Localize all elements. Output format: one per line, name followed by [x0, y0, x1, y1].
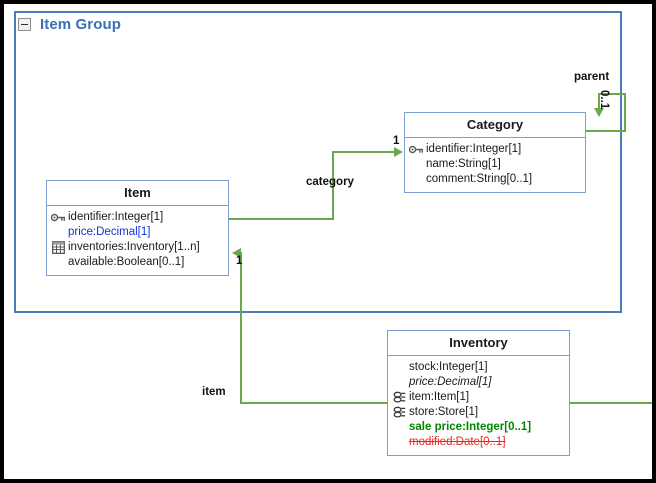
table-icon [50, 240, 67, 254]
edge-category-arrowhead [394, 147, 403, 157]
attribute-text: item:Item[1] [409, 391, 470, 403]
attribute-text: identifier:Integer[1] [68, 211, 164, 223]
attribute-text: inventories:Inventory[1..n] [68, 241, 200, 253]
uml-class-inventory[interactable]: Inventory stock:Integer[1] price:Decimal… [387, 330, 570, 456]
item-group-title: Item Group [40, 16, 122, 33]
association-label-category: category [306, 176, 354, 188]
association-label-item: item [202, 386, 226, 398]
edge-parent-v-right [624, 93, 626, 132]
no-icon [50, 255, 67, 269]
edge-item-v [240, 252, 242, 404]
attribute-row[interactable]: name:String[1] [408, 157, 582, 172]
edge-category-h2 [332, 151, 398, 153]
attribute-text: price:Decimal[1] [409, 376, 492, 388]
no-icon [408, 157, 425, 171]
attribute-row[interactable]: modified:Date[0..1] [391, 435, 566, 450]
item-group-header: Item Group [18, 16, 121, 33]
association-label-parent: parent [574, 71, 610, 83]
minus-square-icon[interactable] [18, 18, 31, 31]
attribute-text: stock:Integer[1] [409, 361, 488, 373]
attribute-row[interactable]: price:Decimal[1] [50, 225, 225, 240]
no-icon [391, 375, 408, 389]
uml-class-item[interactable]: Item identifier:Integer[1] price:Decimal… [46, 180, 229, 276]
uml-class-name-category: Category [405, 113, 585, 138]
no-icon [50, 225, 67, 239]
edge-parent-arrowhead [594, 108, 604, 117]
key-icon [50, 210, 67, 224]
uml-class-category[interactable]: Category identifier:Integer[1] name:Stri… [404, 112, 586, 193]
multiplicity-item: 1 [236, 255, 243, 267]
attribute-text: price:Decimal[1] [68, 226, 151, 238]
attribute-text: comment:String[0..1] [426, 173, 533, 185]
attribute-row[interactable]: price:Decimal[1] [391, 375, 566, 390]
attribute-row[interactable]: inventories:Inventory[1..n] [50, 240, 225, 255]
no-icon [391, 435, 408, 449]
attribute-text: identifier:Integer[1] [426, 143, 522, 155]
attribute-row[interactable]: sale price:Integer[0..1] [391, 420, 566, 435]
uml-class-name-inventory: Inventory [388, 331, 569, 356]
uml-attributes-item: identifier:Integer[1] price:Decimal[1] [47, 206, 228, 275]
uml-class-name-item: Item [47, 181, 228, 206]
edge-parent-h-bottom [582, 130, 626, 132]
attribute-text: store:Store[1] [409, 406, 479, 418]
attribute-row[interactable]: identifier:Integer[1] [408, 142, 582, 157]
edge-category-h1 [229, 218, 334, 220]
attribute-row[interactable]: available:Boolean[0..1] [50, 255, 225, 270]
attribute-row[interactable]: stock:Integer[1] [391, 360, 566, 375]
attribute-row[interactable]: identifier:Integer[1] [50, 210, 225, 225]
diagram-canvas[interactable]: Item Group category 1 parent 0..1 item 1… [4, 4, 652, 479]
edge-category-v [332, 152, 334, 220]
attribute-row[interactable]: item:Item[1] [391, 390, 566, 405]
item-group-frame[interactable] [14, 11, 622, 313]
uml-attributes-category: identifier:Integer[1] name:String[1] com… [405, 138, 585, 192]
link-icon [391, 405, 408, 419]
no-icon [391, 420, 408, 434]
edge-parent-h-top [598, 93, 626, 95]
multiplicity-parent: 0..1 [598, 90, 610, 110]
uml-attributes-inventory: stock:Integer[1] price:Decimal[1] item:I [388, 356, 569, 455]
attribute-row[interactable]: comment:String[0..1] [408, 172, 582, 187]
attribute-text: modified:Date[0..1] [409, 436, 506, 448]
edge-item-arrowhead [232, 248, 241, 258]
attribute-text: name:String[1] [426, 158, 501, 170]
edge-parent-v-left [598, 93, 600, 111]
multiplicity-category: 1 [393, 135, 400, 147]
attribute-text: available:Boolean[0..1] [68, 256, 185, 268]
attribute-row[interactable]: store:Store[1] [391, 405, 566, 420]
link-icon [391, 390, 408, 404]
attribute-text: sale price:Integer[0..1] [409, 421, 532, 433]
no-icon [391, 360, 408, 374]
no-icon [408, 172, 425, 186]
key-icon [408, 142, 425, 156]
